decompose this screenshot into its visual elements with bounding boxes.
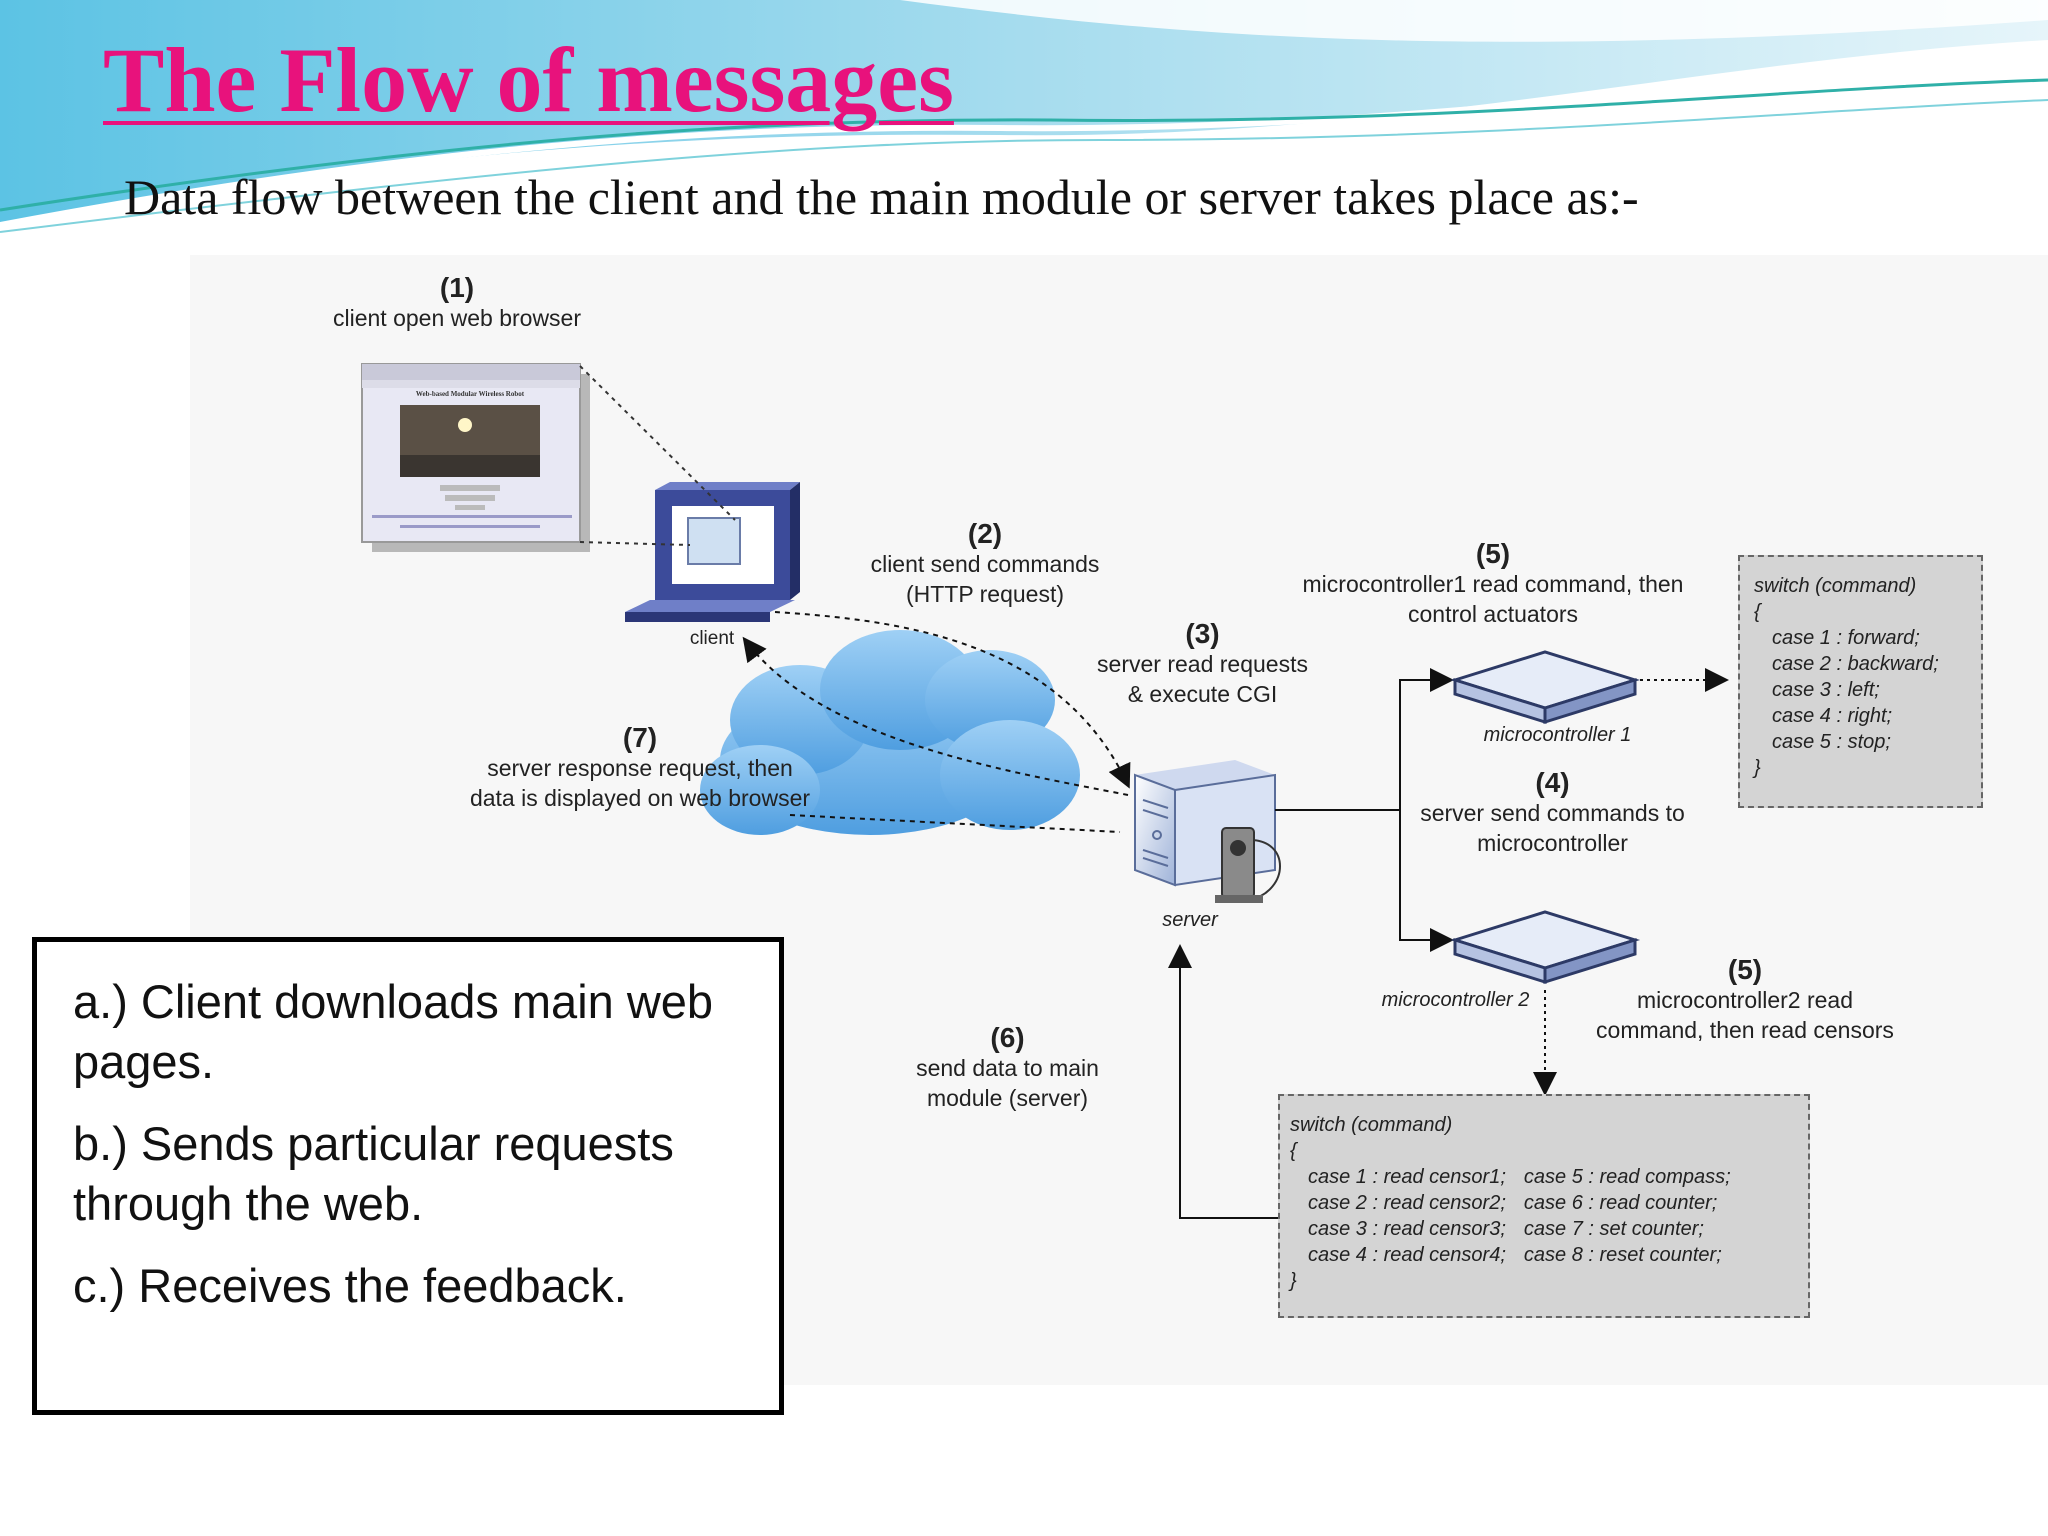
step-5b-label: (5) microcontroller2 read command, then …	[1596, 954, 1894, 1044]
microcontroller-1-icon	[1449, 650, 1641, 725]
server-label: server	[1162, 909, 1218, 931]
steps-notes-box: a.) Client downloads main web pages. b.)…	[32, 937, 784, 1415]
note-a: a.) Client downloads main web pages.	[73, 975, 714, 1088]
step-2-label: (2) client send commands (HTTP request)	[870, 518, 1100, 608]
step-7-label: (7) server response request, then data i…	[469, 722, 811, 812]
server-tower-icon	[1134, 760, 1281, 903]
note-c: c.) Receives the feedback.	[73, 1259, 627, 1312]
microcontroller-2-label: microcontroller 2	[1381, 989, 1530, 1011]
step-3-label: (3) server read requests & execute CGI	[1097, 618, 1308, 708]
sensor-switch-code-box: switch (command) { case 1 : read censor1…	[1278, 1094, 1810, 1318]
microcontroller-1-label: microcontroller 1	[1483, 724, 1632, 746]
step-6-label: (6) send data to main module (server)	[916, 1022, 1099, 1112]
note-b: b.) Sends particular requests through th…	[73, 1117, 674, 1230]
browser-window-thumbnail: Web-based Modular Wireless Robot	[361, 363, 590, 552]
actuator-switch-code-box: switch (command) { case 1 : forward; cas…	[1738, 555, 1983, 808]
client-computer-icon	[625, 482, 800, 622]
browser-page-title: Web-based Modular Wireless Robot	[416, 390, 525, 398]
step-4-label: (4) server send commands to microcontrol…	[1420, 767, 1685, 857]
client-label: client	[689, 628, 735, 649]
slide-subtitle: Data flow between the client and the mai…	[124, 169, 1639, 225]
step-5a-label: (5) microcontroller1 read command, then …	[1302, 538, 1684, 628]
step-1-label: (1) client open web browser	[332, 272, 582, 332]
microcontroller-2-icon	[1449, 910, 1641, 985]
header-wave-banner	[0, 0, 2048, 233]
internet-cloud-icon	[700, 630, 1080, 835]
slide-title: The Flow of messages	[103, 29, 954, 131]
